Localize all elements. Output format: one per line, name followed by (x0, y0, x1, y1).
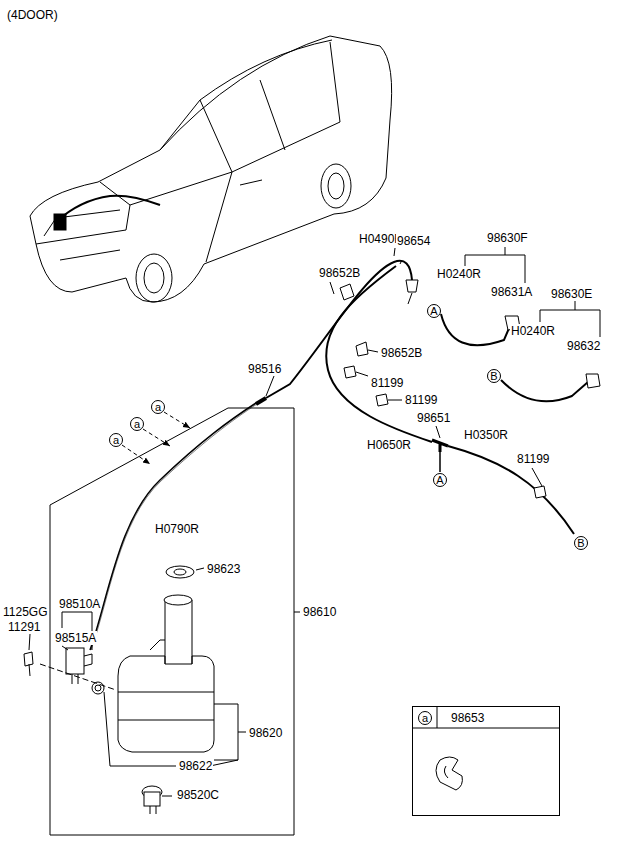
callout-number: 98620 (248, 726, 283, 740)
reference-circle: B (574, 536, 588, 550)
reference-circle: a (418, 711, 432, 725)
callout-number: 98510A (58, 597, 101, 611)
reference-circle: A (433, 473, 447, 487)
part-number: 98653 (451, 711, 484, 725)
reference-circle: a (130, 417, 144, 431)
callout-number: 11291 (7, 620, 41, 634)
callout-number: H0350R (463, 428, 509, 442)
callout-number: H0790R (154, 522, 200, 536)
callout-number: 98630E (550, 287, 593, 301)
callout-number: H0650R (366, 438, 412, 452)
callout-number: 98631A (490, 285, 533, 299)
callout-number: 98632 (566, 339, 601, 353)
callout-number: 98651 (416, 411, 451, 425)
reference-circle: a (109, 433, 123, 447)
callout-number: 98520C (176, 788, 220, 802)
reference-letter: A (430, 305, 437, 317)
callout-number: 98630F (486, 231, 529, 245)
reference-letter: A (436, 474, 443, 486)
callout-number: 81199 (370, 376, 404, 390)
callout-number: 98623 (206, 562, 241, 576)
callout-number: 98516 (247, 362, 282, 376)
callout-number: 81199 (404, 393, 438, 407)
reference-letter: a (113, 434, 119, 446)
callout-number: 98652B (318, 266, 361, 280)
reference-letter: B (490, 370, 497, 382)
callout-number: 98654 (396, 234, 431, 248)
legend-box: 98653 a (412, 706, 560, 816)
callout-number: 98610 (302, 605, 337, 619)
reference-letter: a (422, 712, 428, 724)
reference-circle: A (427, 304, 441, 318)
reference-circle: B (487, 369, 501, 383)
reference-letter: a (155, 401, 161, 413)
callout-number: H0240R (436, 267, 482, 281)
callout-number: 1125GG (2, 605, 48, 619)
callout-number: H0240R (510, 324, 556, 338)
callout-number: 98622 (178, 759, 213, 773)
callout-number: (4DOOR) (6, 8, 59, 22)
reference-letter: B (577, 537, 584, 549)
reference-letter: a (134, 418, 140, 430)
callout-number: 81199 (516, 452, 550, 466)
callout-number: 98652B (380, 346, 423, 360)
reference-circle: a (151, 400, 165, 414)
callout-number: 98515A (54, 631, 97, 645)
